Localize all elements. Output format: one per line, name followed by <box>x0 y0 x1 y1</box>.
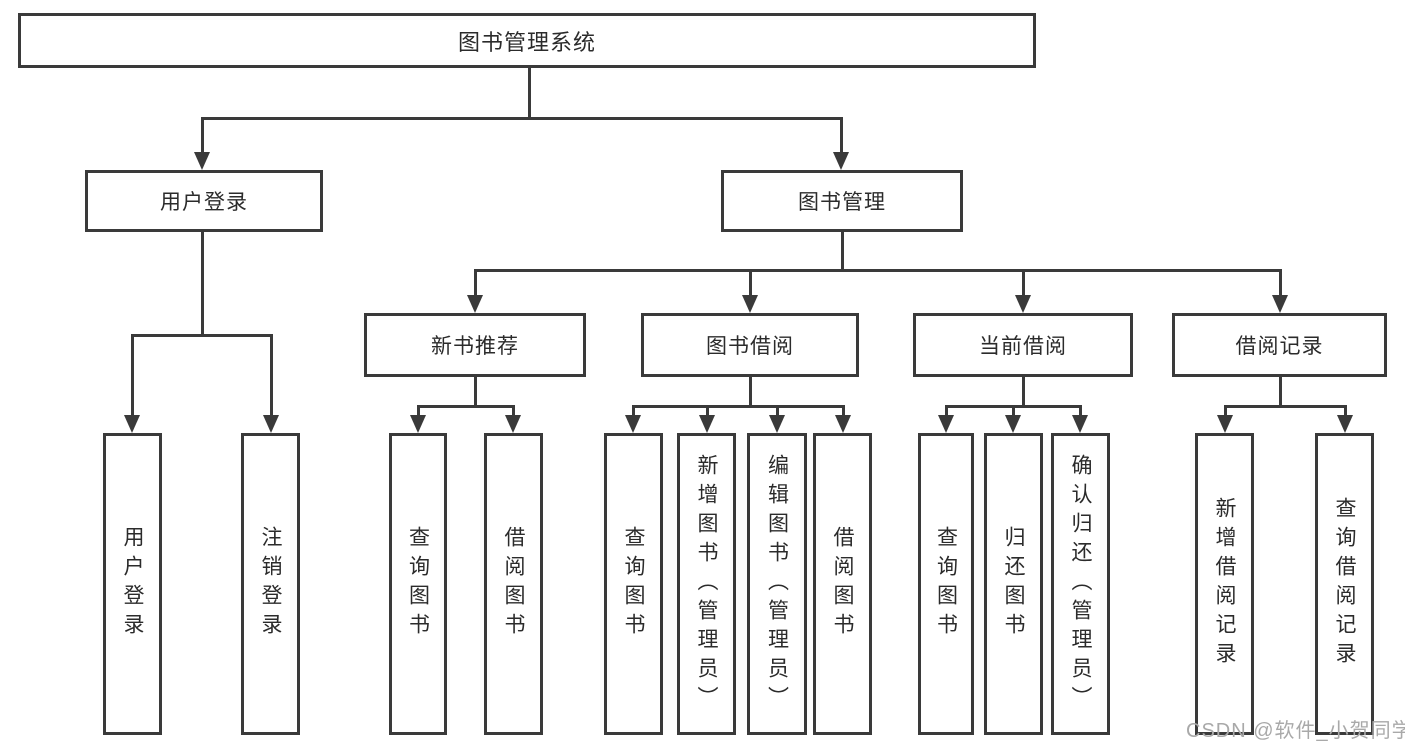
csdn-watermark: CSDN @软件_小贺同学 <box>1186 720 1405 742</box>
arrow-down-icon <box>1005 415 1021 433</box>
node-borrow-records: 借阅记录 <box>1172 313 1387 377</box>
node-current-borrow: 当前借阅 <box>913 313 1133 377</box>
connector-records-hline <box>1223 404 1347 408</box>
arrow-down-icon <box>410 415 426 433</box>
connector-borrow-stem <box>631 406 635 415</box>
node-label: 图书借阅 <box>706 335 794 358</box>
arrow-down-icon <box>505 415 521 433</box>
node-label: 新增借阅记录 <box>1213 497 1236 671</box>
node-label: 查询图书 <box>406 526 430 642</box>
arrow-down-icon <box>1272 295 1288 313</box>
arrow-down-icon <box>467 295 483 313</box>
connector-bookmgmt-stem <box>1278 270 1282 295</box>
connector-records-stem <box>1343 406 1347 415</box>
connector-userlogin-vline <box>200 232 204 335</box>
node-label: 查询借阅记录 <box>1333 497 1356 671</box>
node-label: 当前借阅 <box>979 335 1067 358</box>
connector-borrow-stem <box>841 406 845 415</box>
connector-root-hline <box>200 116 843 120</box>
connector-bookmgmt-stem <box>473 270 477 295</box>
node-leaf-query-borrow-record: 查询借阅记录 <box>1315 433 1374 735</box>
node-leaf-confirm-return-admin: 确认归还（管理员） <box>1051 433 1110 735</box>
arrow-down-icon <box>742 295 758 313</box>
node-label: 查询图书 <box>934 526 958 642</box>
node-leaf-query-books-3: 查询图书 <box>918 433 974 735</box>
node-leaf-add-books-admin: 新增图书（管理员） <box>677 433 736 735</box>
connector-borrow-hline <box>631 404 845 408</box>
arrow-down-icon <box>938 415 954 433</box>
connector-current-stem <box>944 406 948 415</box>
connector-bookmgmt-hline <box>473 268 1282 272</box>
connector-recommend-vline <box>473 377 477 406</box>
node-library-management-system: 图书管理系统 <box>18 13 1036 68</box>
node-leaf-user-login: 用户登录 <box>103 433 162 735</box>
arrow-down-icon <box>699 415 715 433</box>
connector-bookmgmt-stem <box>748 270 752 295</box>
node-label: 新书推荐 <box>431 335 519 358</box>
node-label: 归还图书 <box>1002 526 1025 642</box>
node-book-borrow: 图书借阅 <box>641 313 859 377</box>
node-label: 图书管理系统 <box>457 29 596 55</box>
connector-root-left-stem <box>200 118 204 152</box>
connector-records-vline <box>1278 377 1282 406</box>
node-book-management: 图书管理 <box>721 170 963 232</box>
node-label: 确认归还（管理员） <box>1069 453 1092 715</box>
node-label: 查询图书 <box>622 526 645 642</box>
arrow-down-icon <box>833 152 849 170</box>
connector-recommend-stem <box>416 406 420 415</box>
node-label: 借阅图书 <box>831 526 854 642</box>
node-label: 注销登录 <box>259 526 282 642</box>
arrow-down-icon <box>1217 415 1233 433</box>
connector-current-stem <box>1011 406 1015 415</box>
arrow-down-icon <box>194 152 210 170</box>
connector-userlogin-stem <box>269 335 273 415</box>
connector-userlogin-hline <box>130 333 273 337</box>
connector-userlogin-stem <box>130 335 134 415</box>
connector-current-stem <box>1078 406 1082 415</box>
arrow-down-icon <box>263 415 279 433</box>
arrow-down-icon <box>625 415 641 433</box>
connector-borrow-stem <box>775 406 779 415</box>
node-leaf-query-books-2: 查询图书 <box>604 433 663 735</box>
arrow-down-icon <box>769 415 785 433</box>
connector-root-right-stem <box>839 118 843 152</box>
connector-bookmgmt-vline <box>840 232 844 270</box>
node-leaf-query-books-1: 查询图书 <box>389 433 447 735</box>
node-leaf-borrow-books-1: 借阅图书 <box>484 433 543 735</box>
node-leaf-add-borrow-record: 新增借阅记录 <box>1195 433 1254 735</box>
connector-root-vline <box>527 68 531 118</box>
node-leaf-logout: 注销登录 <box>241 433 300 735</box>
node-leaf-borrow-books-2: 借阅图书 <box>813 433 872 735</box>
arrow-down-icon <box>1072 415 1088 433</box>
node-label: 借阅图书 <box>502 526 525 642</box>
node-label: 图书管理 <box>798 191 886 214</box>
connector-records-stem <box>1223 406 1227 415</box>
connector-borrow-stem <box>705 406 709 415</box>
connector-borrow-vline <box>748 377 752 406</box>
node-leaf-edit-books-admin: 编辑图书（管理员） <box>747 433 807 735</box>
connector-recommend-hline <box>416 404 515 408</box>
node-label: 新增图书（管理员） <box>695 453 718 715</box>
connector-bookmgmt-stem <box>1021 270 1025 295</box>
node-new-book-recommend: 新书推荐 <box>364 313 586 377</box>
arrow-down-icon <box>124 415 140 433</box>
connector-recommend-stem <box>511 406 515 415</box>
node-label: 用户登录 <box>121 526 144 642</box>
arrow-down-icon <box>1337 415 1353 433</box>
connector-current-vline <box>1021 377 1025 406</box>
node-leaf-return-books: 归还图书 <box>984 433 1043 735</box>
arrow-down-icon <box>835 415 851 433</box>
node-label: 借阅记录 <box>1235 335 1324 358</box>
arrow-down-icon <box>1015 295 1031 313</box>
node-user-login: 用户登录 <box>85 170 323 232</box>
node-label: 编辑图书（管理员） <box>765 453 789 715</box>
node-label: 用户登录 <box>160 191 248 214</box>
